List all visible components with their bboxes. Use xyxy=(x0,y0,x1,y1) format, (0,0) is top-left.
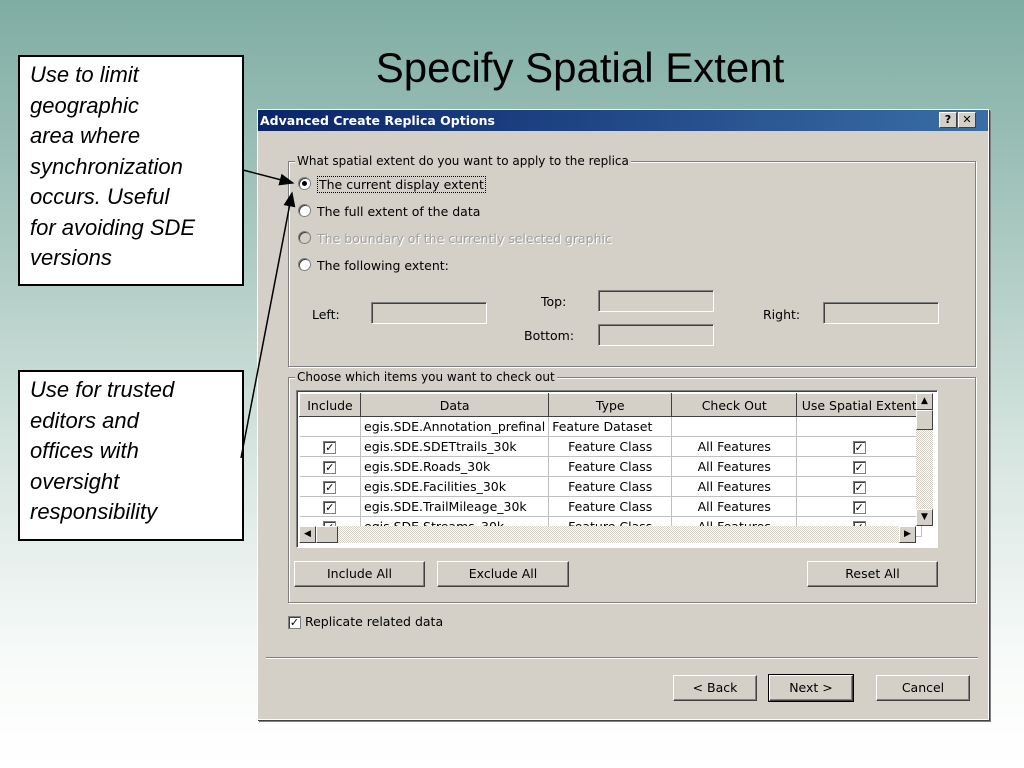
exclude-all-button[interactable]: Exclude All xyxy=(437,561,569,587)
spatial-checkbox-checked-icon[interactable]: ✓ xyxy=(852,501,866,514)
checkout-items-legend: Choose which items you want to check out xyxy=(295,370,557,384)
slide-title: Specify Spatial Extent xyxy=(375,44,785,91)
include-all-button[interactable]: Include All xyxy=(294,561,425,587)
checkout-cell[interactable]: All Features xyxy=(671,456,798,477)
right-label: Right: xyxy=(763,307,801,322)
column-header-check-out[interactable]: Check Out xyxy=(671,393,798,417)
dialog-titlebar: Advanced Create Replica Options ? ✕ xyxy=(258,110,988,131)
column-header-type[interactable]: Type xyxy=(548,393,673,417)
radio-full-extent[interactable]: The full extent of the data xyxy=(298,204,480,222)
checkout-cell[interactable]: All Features xyxy=(671,436,798,457)
column-header-use-spatial-extent[interactable]: Use Spatial Extent xyxy=(796,393,923,417)
dialog-title: Advanced Create Replica Options xyxy=(260,113,495,128)
data-cell: egis.SDE.Facilities_30k xyxy=(360,476,550,497)
checkout-cell[interactable]: All Features xyxy=(671,476,798,497)
vertical-scroll-thumb[interactable] xyxy=(916,410,933,430)
reset-all-button[interactable]: Reset All xyxy=(807,561,938,587)
scroll-right-icon[interactable]: ▶ xyxy=(899,526,916,543)
top-input xyxy=(598,290,714,312)
table-row[interactable]: egis.SDE.Annotation_prefinal Feature Dat… xyxy=(299,416,923,437)
spatial-checkbox-checked-icon[interactable]: ✓ xyxy=(852,461,866,474)
replicate-related-label: Replicate related data xyxy=(304,614,444,629)
data-cell: egis.SDE.Roads_30k xyxy=(360,456,550,477)
spatial-extent-legend: What spatial extent do you want to apply… xyxy=(295,154,631,168)
advanced-create-replica-dialog: Advanced Create Replica Options ? ✕ What… xyxy=(257,109,989,720)
next-button[interactable]: Next > xyxy=(768,674,854,702)
data-cell: egis.SDE.SDETtrails_30k xyxy=(360,436,550,457)
back-button[interactable]: < Back xyxy=(673,675,757,701)
table-row[interactable]: ✓ egis.SDE.Roads_30k Feature Class All F… xyxy=(299,456,923,477)
callout-trusted-editors: Use for trusted editors and offices with… xyxy=(19,371,243,540)
include-checkbox-checked-icon[interactable]: ✓ xyxy=(323,461,337,474)
cancel-button[interactable]: Cancel xyxy=(876,675,970,701)
type-cell: Feature Dataset xyxy=(548,416,673,437)
type-cell: Feature Class xyxy=(548,476,673,497)
include-cell xyxy=(299,416,361,437)
checkout-cell[interactable]: All Features xyxy=(671,496,798,517)
spatial-checkbox-checked-icon[interactable]: ✓ xyxy=(852,481,866,494)
replicate-related-checkbox-checked-icon[interactable]: ✓ xyxy=(288,616,301,629)
top-label: Top: xyxy=(541,294,567,309)
callout-spatial-extent: Use to limit geographic area where synch… xyxy=(19,56,243,285)
radio-label: The current display extent xyxy=(317,176,486,193)
radio-icon xyxy=(298,204,311,217)
include-checkbox-checked-icon[interactable]: ✓ xyxy=(323,441,337,454)
radio-selected-icon xyxy=(298,177,311,190)
radio-current-display-extent[interactable]: The current display extent xyxy=(298,176,486,195)
bottom-input xyxy=(598,324,714,346)
checkout-items-group: Choose which items you want to check out xyxy=(288,370,976,603)
include-checkbox-checked-icon[interactable]: ✓ xyxy=(323,501,337,514)
radio-label: The following extent: xyxy=(317,258,449,273)
include-checkbox-checked-icon[interactable]: ✓ xyxy=(323,481,337,494)
radio-icon xyxy=(298,258,311,271)
spatial-checkbox-checked-icon[interactable]: ✓ xyxy=(852,441,866,454)
scroll-left-icon[interactable]: ◀ xyxy=(299,526,316,543)
type-cell: Feature Class xyxy=(548,456,673,477)
column-header-data[interactable]: Data xyxy=(359,393,550,417)
dialog-separator xyxy=(266,657,978,659)
spatial-extent-group: What spatial extent do you want to apply… xyxy=(288,154,976,367)
radio-following-extent[interactable]: The following extent: xyxy=(298,258,449,276)
table-row[interactable]: ✓ egis.SDE.TrailMileage_30k Feature Clas… xyxy=(299,496,923,517)
checkout-items-list[interactable]: Include Data Type Check Out Use Spatial … xyxy=(296,390,938,548)
horizontal-scrollbar[interactable]: ◀ ▶ xyxy=(299,526,916,543)
type-cell: Feature Class xyxy=(548,496,673,517)
checkout-cell xyxy=(671,416,798,437)
data-cell: egis.SDE.TrailMileage_30k xyxy=(360,496,550,517)
table-row[interactable]: ✓ egis.SDE.SDETtrails_30k Feature Class … xyxy=(299,436,923,457)
scroll-up-icon[interactable]: ▲ xyxy=(916,393,933,410)
horizontal-scroll-thumb[interactable] xyxy=(316,526,338,543)
help-button[interactable]: ? xyxy=(939,112,957,128)
column-header-include[interactable]: Include xyxy=(299,393,361,417)
bottom-label: Bottom: xyxy=(524,328,575,343)
radio-label: The boundary of the currently selected g… xyxy=(317,231,612,246)
radio-selected-graphic-boundary: The boundary of the currently selected g… xyxy=(298,231,612,249)
left-label: Left: xyxy=(312,307,340,322)
table-row[interactable]: ✓ egis.SDE.Facilities_30k Feature Class … xyxy=(299,476,923,497)
type-cell: Feature Class xyxy=(548,436,673,457)
spatial-cell xyxy=(796,416,923,437)
radio-label: The full extent of the data xyxy=(317,204,481,219)
scroll-down-icon[interactable]: ▼ xyxy=(916,509,933,526)
radio-disabled-icon xyxy=(298,231,311,244)
close-button[interactable]: ✕ xyxy=(958,112,976,128)
replicate-related-data-option[interactable]: ✓ Replicate related data xyxy=(288,614,443,629)
right-input xyxy=(823,302,939,324)
vertical-scrollbar[interactable]: ▲ ▼ xyxy=(916,393,933,526)
left-input xyxy=(371,302,487,324)
checkout-items-table: Include Data Type Check Out Use Spatial … xyxy=(299,393,923,537)
data-cell: egis.SDE.Annotation_prefinal xyxy=(360,416,550,437)
